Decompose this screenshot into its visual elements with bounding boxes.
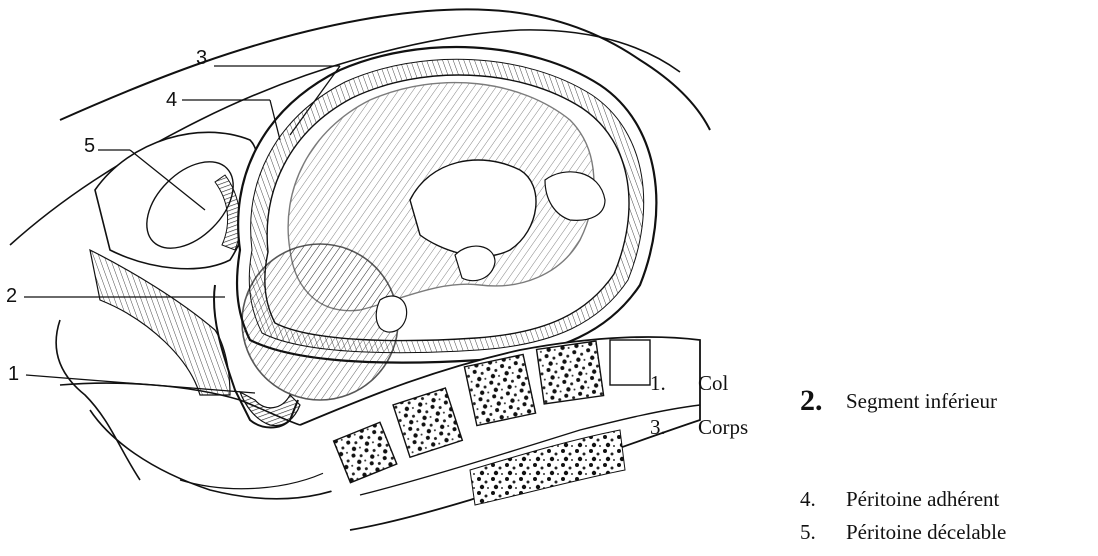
legend-item-5: 5.Péritoine décelable: [800, 520, 1006, 545]
legend-number: 1.: [650, 371, 698, 396]
perineum-outline: [56, 320, 140, 480]
callout-5-label: 5: [84, 135, 95, 157]
vertebra-1: [464, 354, 535, 425]
legend-item-4: 4.Péritoine adhérent: [800, 487, 999, 512]
legend-number: 2.: [800, 384, 846, 418]
callout-2-label: 2: [6, 285, 17, 307]
legend-number: 4.: [800, 487, 846, 512]
legend-label: Péritoine adhérent: [846, 487, 999, 512]
cervix: [240, 392, 300, 426]
fetal-ear: [376, 296, 406, 332]
callout-3-label: 3: [196, 47, 207, 69]
fetal-head: [242, 244, 398, 400]
legend-number: 3.: [650, 415, 698, 440]
legend-item-1: 1.Col: [650, 371, 728, 396]
callout-1-label: 1: [8, 363, 19, 385]
legend-number: 5.: [800, 520, 846, 545]
legend-item-3: 3.Corps: [650, 415, 748, 440]
rectum-inner: [180, 470, 330, 489]
legend-item-2: 2.Segment inférieur: [800, 384, 997, 418]
rectal-region: [90, 250, 230, 395]
legend-label: Péritoine décelable: [846, 520, 1006, 545]
callout-4-label: 4: [166, 89, 177, 111]
vertebra-5: [610, 340, 650, 385]
legend-label: Segment inférieur: [846, 389, 997, 414]
vertebra-2: [537, 341, 604, 404]
legend-label: Corps: [698, 415, 748, 440]
legend-label: Col: [698, 371, 728, 396]
